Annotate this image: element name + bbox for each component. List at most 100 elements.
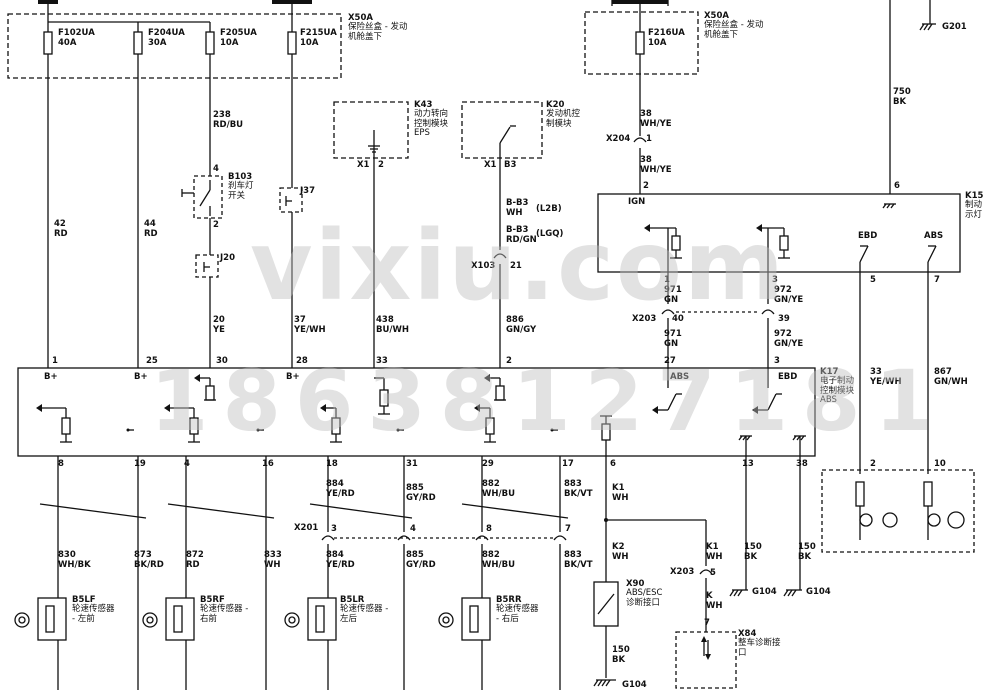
g104b-label: G104 [806,587,831,597]
x84-outline [675,631,737,689]
lamp-pin-2: 2 [870,459,876,469]
wire-884b: 884 YE/RD [326,550,355,570]
fuse-f204ua-icon [133,31,143,55]
k17-top-pin-25: 25 [146,356,158,366]
g104a-label: G104 [752,587,777,597]
wire-38b: 38 WH/YE [640,155,672,175]
wire-971b: 971 GN [664,329,682,349]
k17-bottom-pin-31: 31 [406,459,418,469]
x203a-pin-40: 40 [672,314,684,324]
b103-desc: 刹车灯 开关 [228,181,254,201]
sensor-b5rr-code: B5RR [496,595,522,605]
sensor-b5lr-desc: 轮速传感器 - 左后 [340,604,389,624]
k15-pin-gnd: 6 [894,181,900,191]
k17-top-pin-2: 2 [506,356,512,366]
wire-972a: 972 GN/YE [774,285,804,305]
wire-886: 886 GN/GY [506,315,537,335]
k43-pin-x1: X1 [357,160,370,170]
b5lr-outline [307,597,337,641]
k17-abs: ABS [670,372,690,382]
k20-code: K20 [546,100,565,110]
x201-pin-8: 8 [486,524,492,534]
k17-bottom-pin-13: 13 [742,459,754,469]
k17-top-pin-3: 3 [774,356,780,366]
fuse-block-right-outline [584,11,699,75]
x203b-label: X203 [670,567,695,577]
sensor-b5lr-code: B5LR [340,595,365,605]
wire-b-b3-rdgn: B-B3 RD/GN [506,225,537,245]
fuse-block-left-desc: 保险丝盒 - 发动 机舱盖下 [348,22,408,42]
wire-833: 833 WH [264,550,282,570]
wire-150a: 150 BK [744,542,762,562]
wire-lgq: (LGQ) [536,229,564,239]
x203a-pin-39: 39 [778,314,790,324]
wire-42: 42 RD [54,219,68,239]
k15-pin-ign: 2 [643,181,649,191]
x90-code: X90 [626,579,645,589]
k17-bplus-3: B+ [286,372,300,382]
b5rf-outline [165,597,195,641]
wire-b-b3-wh: B-B3 WH [506,198,529,218]
k20-pin-x1: X1 [484,160,497,170]
wire-873: 873 BK/RD [134,550,164,570]
wire-44: 44 RD [144,219,158,239]
wire-883b: 883 BK/VT [564,550,593,570]
wire-972b: 972 GN/YE [774,329,804,349]
fuse-block-right-desc: 保险丝盒 - 发动 机舱盖下 [704,20,764,40]
b5rr-outline [461,597,491,641]
b103-outline [193,175,223,219]
k17-bottom-pin-38: 38 [796,459,808,469]
k17-bottom-pin-29: 29 [482,459,494,469]
wire-37: 37 YE/WH [294,315,326,335]
ground-icon-g201 [919,14,936,31]
sensor-b5rf-desc: 轮速传感器 - 右前 [200,604,249,624]
j37-label: J37 [300,186,315,196]
fuse-f215ua-icon [287,31,297,55]
k15-code: K15 [965,191,983,201]
k43-desc: 动力转向 控制模块 EPS [414,109,449,138]
sensor-b5lf-desc: 轮速传感器 - 左前 [72,604,115,624]
k17-ebd: EBD [778,372,798,382]
k15-desc: 制动 示灯 [965,200,983,220]
k17-top-pin-30: 30 [216,356,228,366]
x204-label: X204 [606,134,631,144]
wire-k1a: K1 WH [612,483,629,503]
wire-750: 750 BK [893,87,911,107]
k15-pin-7: 7 [934,275,940,285]
x201-label: X201 [294,523,319,533]
ground-icon-g104c [593,679,616,687]
k17-bottom-pin-18: 18 [326,459,338,469]
x103-pin: 21 [510,261,522,271]
x203b-pin: 5 [710,568,716,578]
fuse-block-left-outline [7,13,342,79]
wire-883a: 883 BK/VT [564,479,593,499]
b103-pin-4: 4 [213,164,219,174]
wire-k2: K2 WH [612,542,629,562]
k15-pin-1: 1 [664,275,670,285]
wire-33: 33 YE/WH [870,367,902,387]
k17-bottom-pin-6: 6 [610,459,616,469]
x201-pin-3: 3 [331,524,337,534]
x84-code: X84 [738,629,757,639]
b103-pin-2: 2 [213,220,219,230]
wire-867: 867 GN/WH [934,367,968,387]
k15-pin-5: 5 [870,275,876,285]
k17-bplus-1: B+ [44,372,58,382]
k20-outline [461,101,543,159]
wire-885a: 885 GY/RD [406,483,436,503]
x84-desc: 整车诊断接 口 [738,638,781,658]
k43-code: K43 [414,100,433,110]
sensor-b5rr-desc: 轮速传感器 - 右后 [496,604,539,624]
wire-238: 238 RD/BU [213,110,244,130]
sensor-b5lf-code: B5LF [72,595,96,605]
wire-971a: 971 GN [664,285,682,305]
k17-top-pin-33: 33 [376,356,388,366]
x103-label: X103 [471,261,496,271]
k17-bottom-pin-4: 4 [184,459,190,469]
wire-438: 438 BU/WH [376,315,409,335]
wire-l2b: (L2B) [536,204,562,214]
